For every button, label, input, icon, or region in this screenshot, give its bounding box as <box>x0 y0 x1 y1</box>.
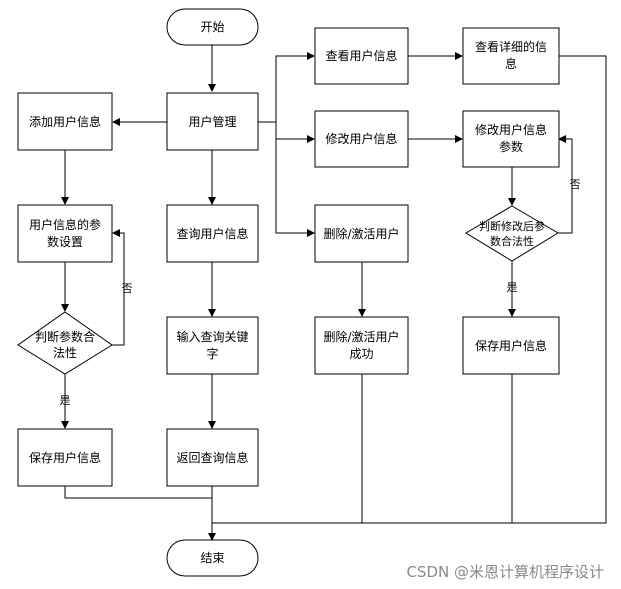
node-modify-check: 判断修改后参 数合法性 <box>465 205 559 262</box>
node-modify-params-line1: 修改用户信息 <box>475 122 547 137</box>
edge-detail-to-end <box>512 55 607 524</box>
node-view-user-label: 查看用户信息 <box>325 48 397 63</box>
node-add-check: 判断参数合 法性 <box>17 311 113 375</box>
node-modify-user-label: 修改用户信息 <box>325 131 397 146</box>
node-modify-params: 修改用户信息 参数 <box>462 110 560 168</box>
node-add-check-line2: 法性 <box>53 346 77 360</box>
node-view-detail: 查看详细的信 息 <box>462 27 560 85</box>
node-add-params-line2: 数设置 <box>47 234 83 249</box>
node-view-detail-line1: 查看详细的信 <box>475 39 547 54</box>
node-add-save-label: 保存用户信息 <box>29 450 101 465</box>
node-query-user-label: 查询用户信息 <box>176 226 248 241</box>
node-add-user: 添加用户信息 <box>17 92 113 151</box>
edge-addsave-to-end <box>64 486 212 499</box>
node-query-return-label: 返回查询信息 <box>176 450 248 465</box>
edge-manage-to-modify <box>258 121 315 143</box>
node-user-management-label: 用户管理 <box>188 114 236 129</box>
watermark-text: CSDN @米恩计算机程序设计 <box>406 563 604 581</box>
node-add-params: 用户信息的参 数设置 <box>17 204 113 263</box>
label-no-right: 否 <box>570 178 581 191</box>
node-end: 结束 <box>166 539 259 577</box>
node-query-keyword-line1: 输入查询关键 <box>176 329 248 344</box>
edge-manage-to-delete <box>275 139 315 237</box>
node-add-user-label: 添加用户信息 <box>29 114 101 129</box>
node-start-label: 开始 <box>200 20 224 34</box>
node-delete-user: 删除/激活用户 <box>314 204 409 263</box>
node-start: 开始 <box>166 8 259 46</box>
edge-modsave-to-end <box>362 374 513 524</box>
node-delete-success: 删除/激活用户 成功 <box>314 316 409 375</box>
node-query-return: 返回查询信息 <box>166 428 259 487</box>
node-delete-success-line1: 删除/激活用户 <box>323 329 399 344</box>
label-yes-right: 是 <box>507 281 518 294</box>
edge-check-no-to-params <box>112 229 125 346</box>
node-user-management: 用户管理 <box>166 92 259 151</box>
edge-manage-to-view <box>258 52 315 123</box>
node-view-user: 查看用户信息 <box>314 27 409 85</box>
edge-modcheck-no-to-params <box>558 135 573 234</box>
label-yes-left: 是 <box>60 394 71 407</box>
node-add-save: 保存用户信息 <box>17 428 113 487</box>
node-modify-save-label: 保存用户信息 <box>475 338 547 353</box>
node-query-keyword: 输入查询关键 字 <box>166 316 259 375</box>
node-view-detail-line2: 息 <box>505 56 517 71</box>
node-end-label: 结束 <box>200 551 224 565</box>
node-modify-check-line2: 数合法性 <box>490 234 534 248</box>
node-modify-check-line1: 判断修改后参 <box>479 219 545 233</box>
node-delete-success-line2: 成功 <box>349 347 373 361</box>
node-modify-user: 修改用户信息 <box>314 110 409 168</box>
edges <box>61 45 607 541</box>
node-query-keyword-line2: 字 <box>206 346 218 361</box>
label-no-left: 否 <box>122 282 133 295</box>
node-modify-params-line2: 参数 <box>499 139 523 154</box>
node-add-check-line1: 判断参数合 <box>35 329 95 344</box>
node-modify-save: 保存用户信息 <box>462 316 560 375</box>
node-add-params-line1: 用户信息的参 <box>29 217 101 232</box>
node-delete-user-label: 删除/激活用户 <box>323 226 399 241</box>
node-query-user: 查询用户信息 <box>166 204 259 263</box>
